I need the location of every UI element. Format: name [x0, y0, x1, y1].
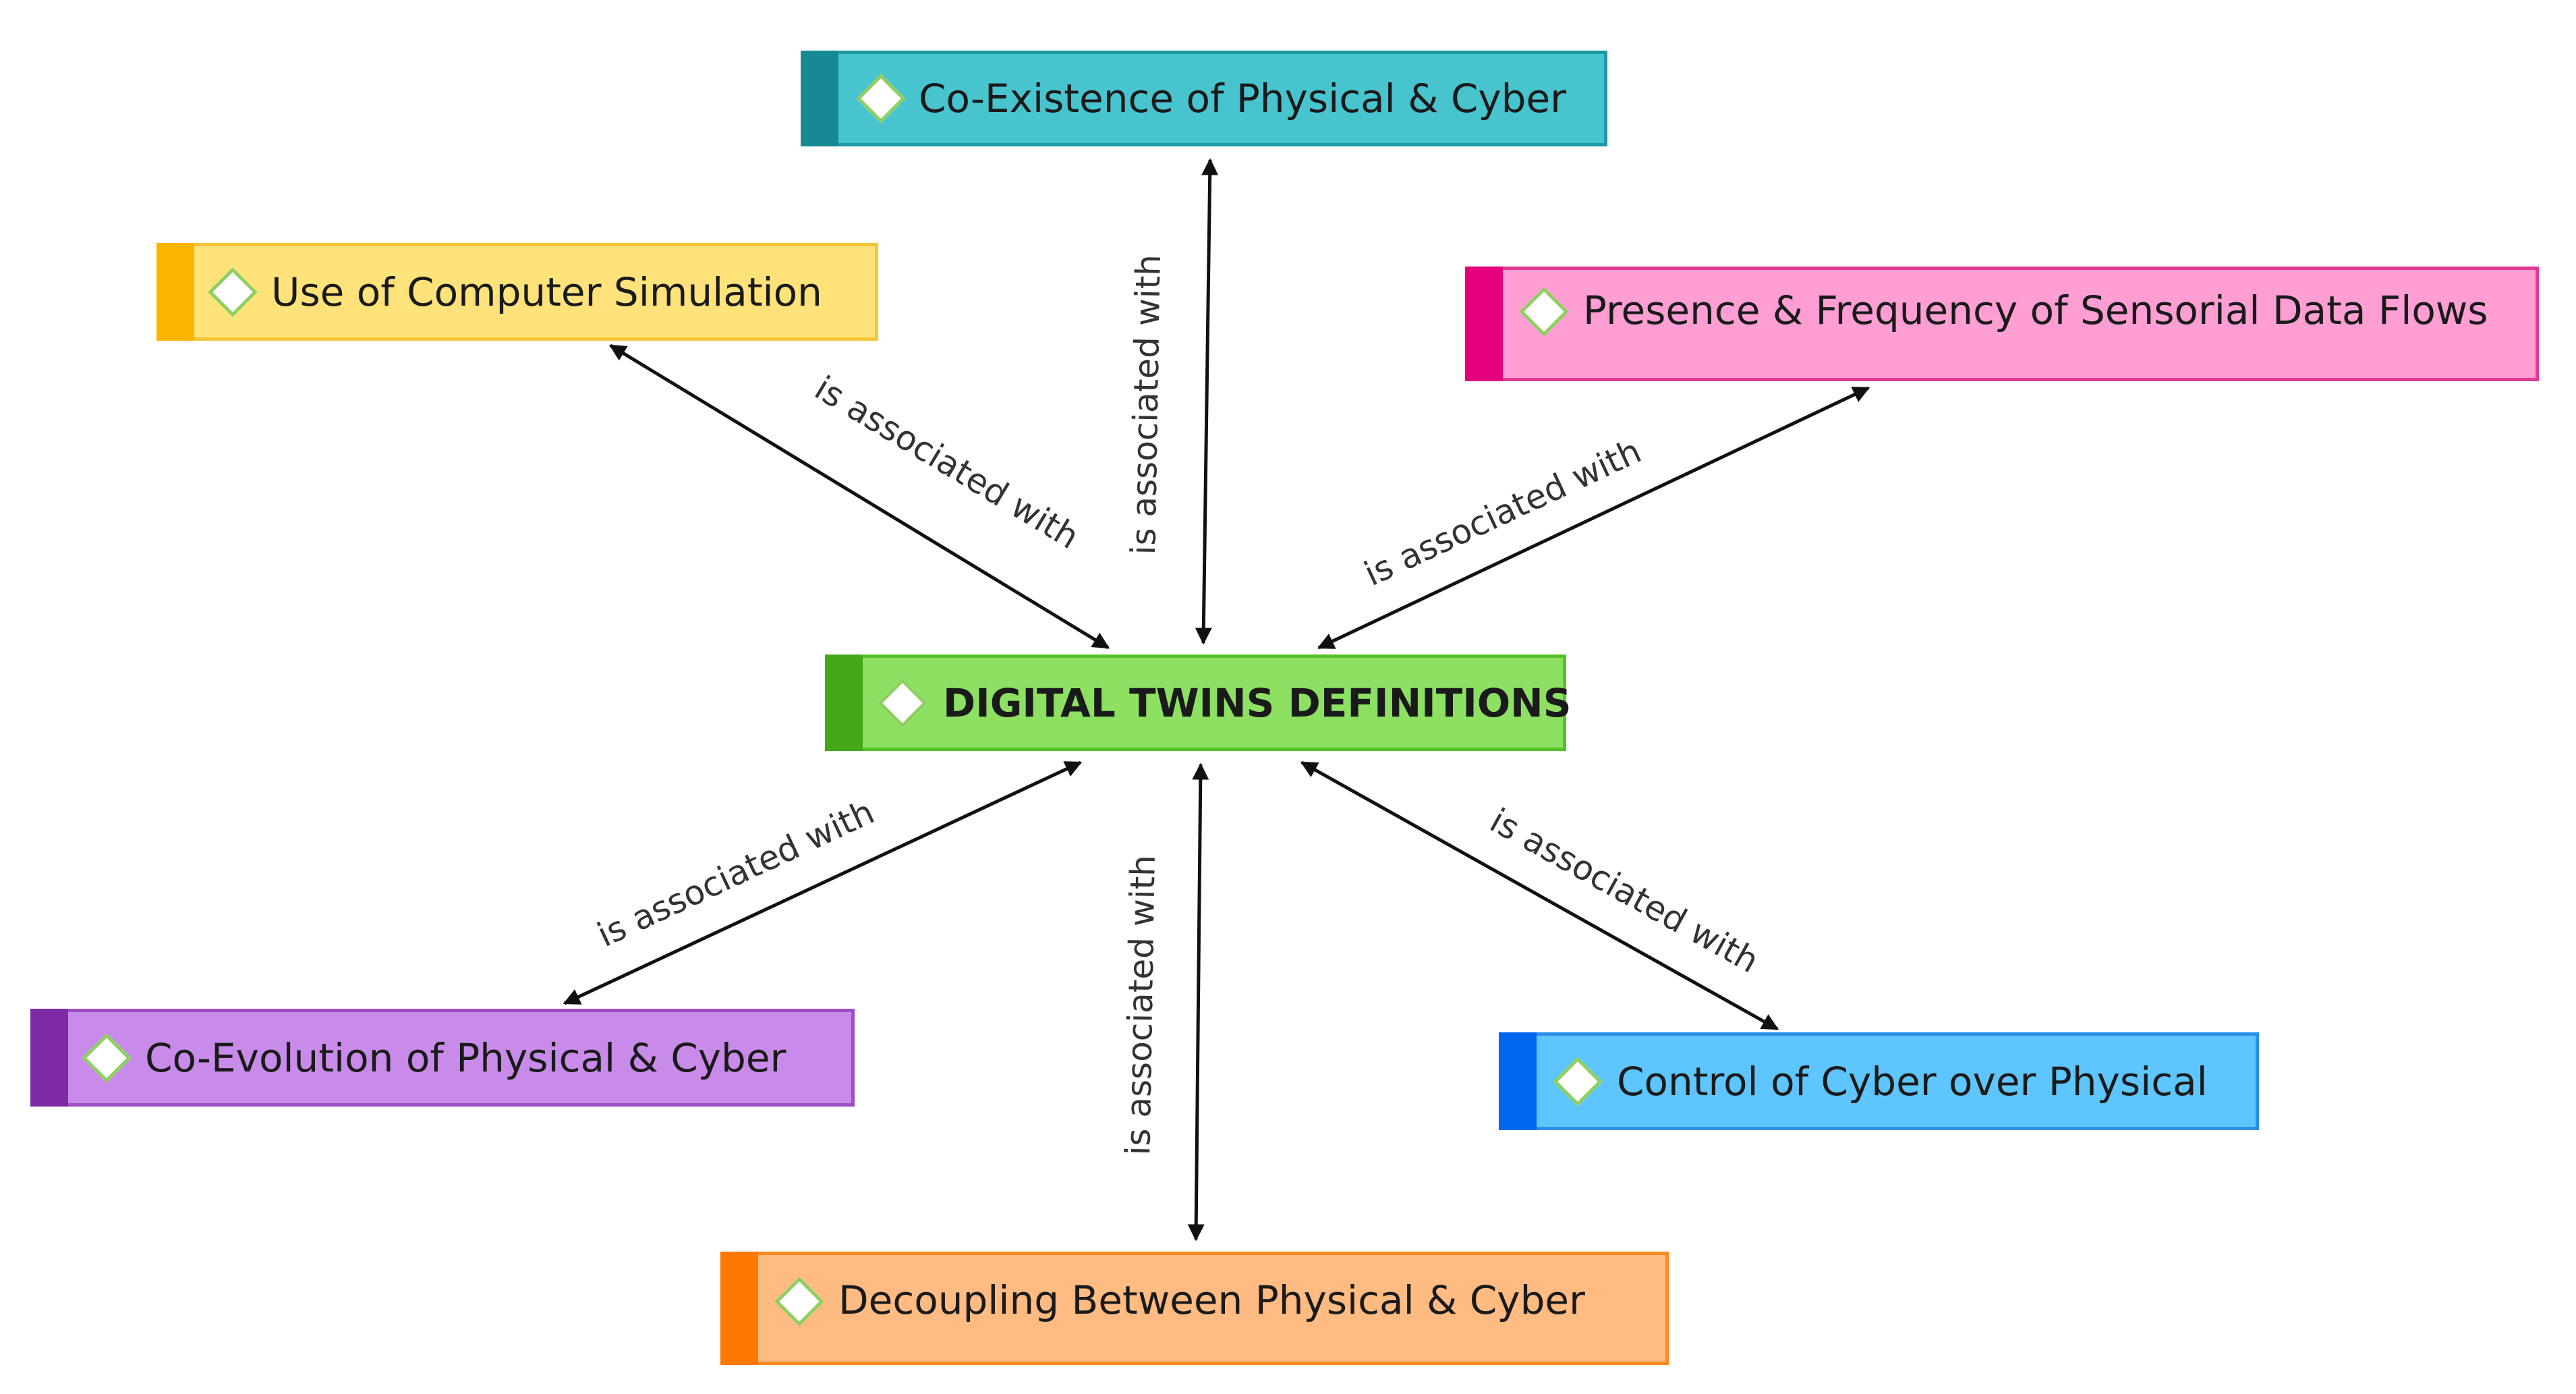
diamond-icon	[878, 677, 927, 728]
node-stripe	[801, 51, 838, 146]
node-label: Presence & Frequency of Sensorial Data F…	[1583, 287, 2488, 333]
edge-label-coevolution: is associated with	[592, 792, 880, 955]
edge-label-coexistence: is associated with	[1124, 254, 1168, 555]
node-computer-simulation[interactable]: Use of Computer Simulation	[156, 243, 878, 341]
edge-line-coexistence	[1195, 158, 1219, 645]
node-stripe	[30, 1009, 68, 1107]
node-decoupling[interactable]: Decoupling Between Physical & Cyber	[720, 1252, 1669, 1365]
edge-label-decoupling: is associated with	[1118, 855, 1163, 1156]
edge-line-coevolution	[563, 760, 1083, 1005]
node-sensorial-data-flows[interactable]: Presence & Frequency of Sensorial Data F…	[1465, 267, 2539, 381]
node-label: Decoupling Between Physical & Cyber	[838, 1277, 1585, 1323]
diamond-icon	[774, 1277, 824, 1327]
edge-line-control	[1300, 760, 1779, 1031]
node-label: DIGITAL TWINS DEFINITIONS	[943, 679, 1572, 726]
diamond-icon	[1519, 287, 1569, 337]
node-stripe	[720, 1252, 758, 1365]
node-cyber-control[interactable]: Control of Cyber over Physical	[1499, 1032, 2259, 1130]
node-stripe	[825, 654, 863, 751]
node-label: Control of Cyber over Physical	[1617, 1058, 2208, 1105]
node-stripe	[1499, 1032, 1537, 1130]
node-co-existence[interactable]: Co-Existence of Physical & Cyber	[801, 51, 1607, 146]
node-digital-twins-definitions[interactable]: DIGITAL TWINS DEFINITIONS	[825, 654, 1571, 751]
edge-line-sensorial	[1317, 386, 1870, 650]
node-label: Use of Computer Simulation	[271, 269, 822, 315]
node-stripe	[156, 243, 194, 341]
diamond-icon	[208, 267, 258, 317]
diamond-icon	[82, 1032, 132, 1083]
edge-label-control: is associated with	[1483, 801, 1765, 981]
edge-line-decoupling	[1187, 762, 1209, 1242]
node-label: Co-Evolution of Physical & Cyber	[145, 1034, 786, 1081]
node-label: Co-Existence of Physical & Cyber	[919, 76, 1567, 121]
diamond-icon	[856, 74, 906, 123]
edge-line-simulation	[608, 343, 1110, 650]
node-stripe	[1465, 267, 1503, 381]
edge-label-simulation: is associated with	[808, 368, 1086, 557]
node-co-evolution[interactable]: Co-Evolution of Physical & Cyber	[30, 1009, 855, 1107]
diamond-icon	[1553, 1056, 1603, 1107]
